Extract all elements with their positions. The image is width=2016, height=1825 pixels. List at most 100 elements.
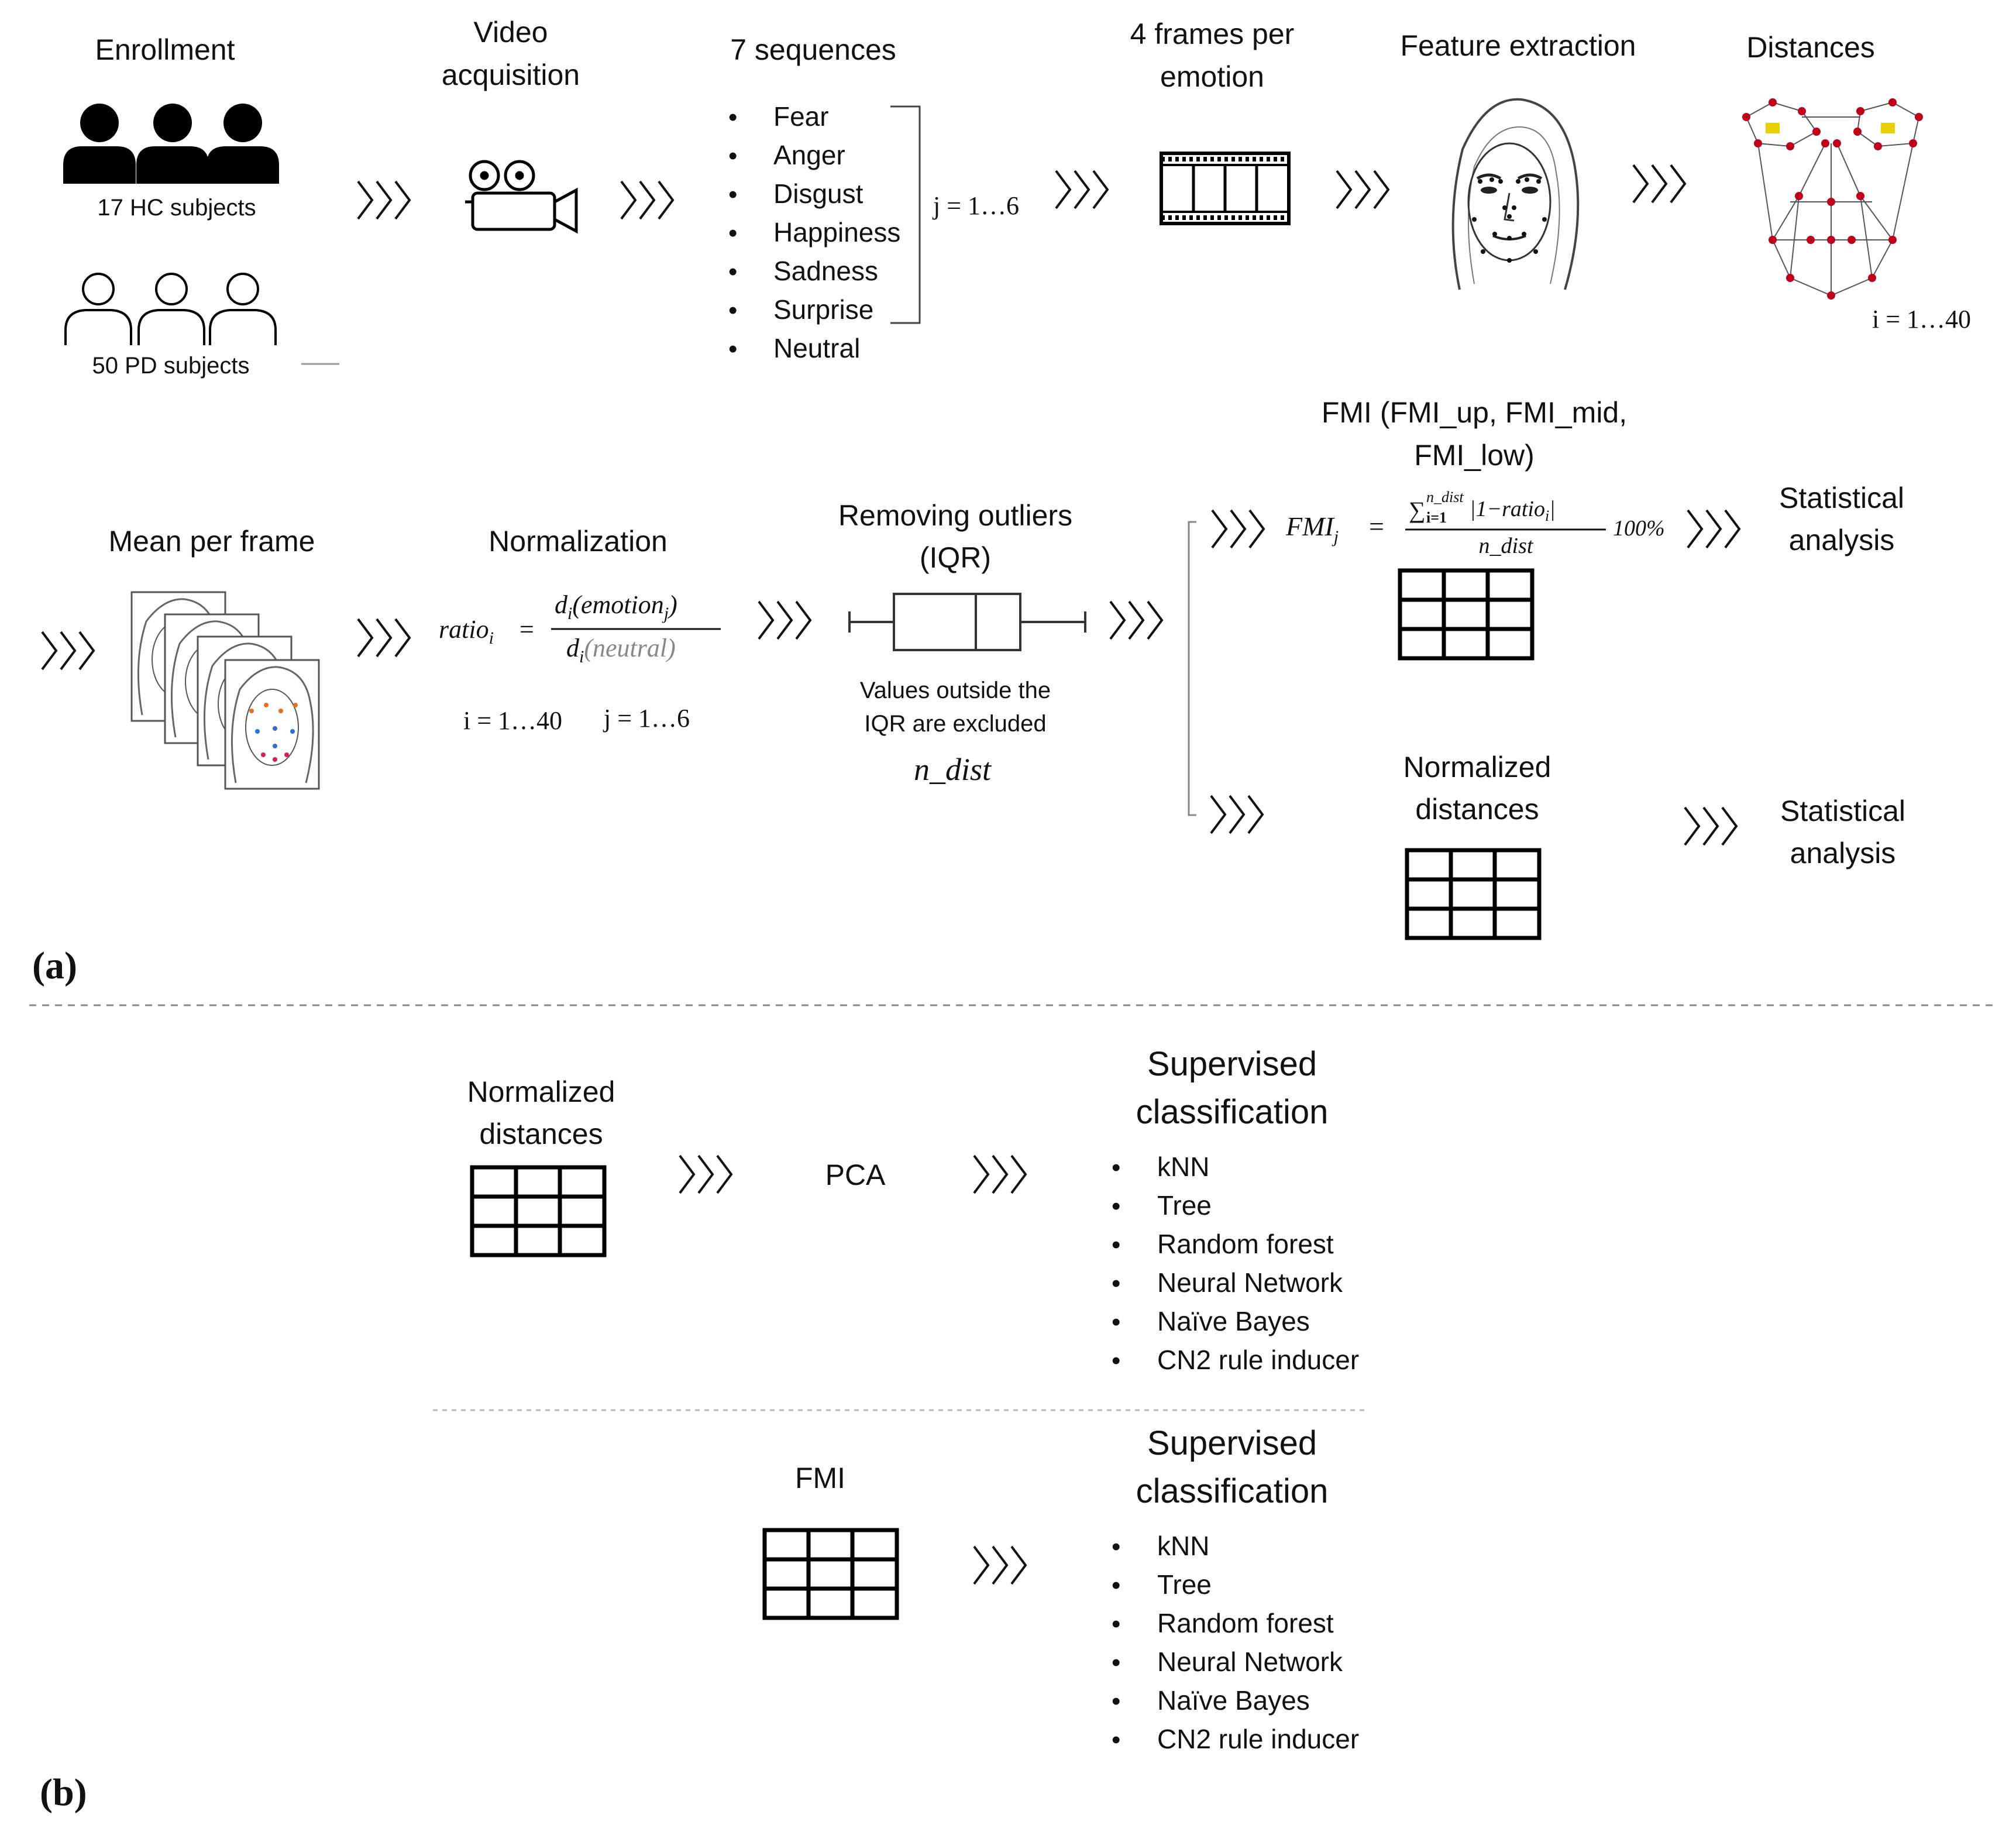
sequence-item: Anger (773, 140, 845, 170)
classifier-item: kNN (1157, 1152, 1209, 1182)
arrow-frames-feature (1336, 170, 1389, 209)
frames-title-2: emotion (1160, 60, 1264, 93)
fmi-formula: FMIj = ∑ n_dist i=1 |1−ratioi| n_dist 10… (1285, 489, 1665, 558)
sequence-item: Happiness (773, 217, 900, 248)
arrow-branch-normdist (1210, 795, 1264, 834)
stat2-line-2: analysis (1790, 837, 1896, 869)
svg-text:•: • (1112, 1726, 1120, 1754)
classifier-item: Neural Network (1157, 1647, 1343, 1677)
video-camera-icon (465, 160, 578, 234)
hc-subjects-label: 17 HC subjects (97, 195, 256, 221)
svg-text:•: • (1112, 1192, 1120, 1221)
sup1-line-1: Supervised (1147, 1045, 1317, 1083)
arrow-feature-distances (1632, 164, 1686, 204)
arrow-pca-classification (973, 1154, 1027, 1194)
classifier-item: CN2 rule inducer (1157, 1724, 1359, 1754)
svg-text:•: • (1112, 1346, 1120, 1375)
outliers-title-1: Removing outliers (838, 499, 1072, 532)
arrow-normdist-pca (679, 1154, 732, 1194)
sequences-index: j = 1…6 (932, 191, 1019, 220)
normalization-index-j: j = 1…6 (603, 704, 690, 733)
normalization-title: Normalization (488, 525, 668, 558)
svg-text:n_dist: n_dist (1479, 534, 1534, 558)
svg-text:•: • (728, 257, 737, 286)
normdist-a-line-1: Normalized (1403, 751, 1551, 783)
outliers-variable: n_dist (914, 752, 992, 787)
classifier-item: kNN (1157, 1531, 1209, 1561)
classifier-list-fmi: • kNN • Tree • Random forest • Neural Networ… (1112, 1531, 1359, 1754)
classifier-item: Tree (1157, 1569, 1212, 1600)
classifier-item: Tree (1157, 1190, 1212, 1221)
svg-text:•: • (1112, 1269, 1120, 1298)
svg-text:FMIj: FMIj (1285, 511, 1339, 547)
normdist-b-table-icon (470, 1165, 607, 1257)
arrow-fmi-classification (973, 1545, 1027, 1585)
stat2-line-1: Statistical (1780, 795, 1905, 827)
svg-text:•: • (1112, 1532, 1120, 1561)
arrow-sequences-frames (1055, 170, 1109, 209)
svg-text:•: • (728, 335, 737, 363)
outliers-note-2: IQR are excluded (864, 711, 1046, 737)
svg-text:•: • (1112, 1231, 1120, 1259)
normdist-a-line-2: distances (1415, 793, 1539, 826)
mean-frames-stack (130, 591, 320, 790)
classifier-item: Neural Network (1157, 1267, 1343, 1298)
sequence-item: Neutral (773, 333, 860, 363)
sup2-line-2: classification (1136, 1472, 1329, 1510)
stat1-line-1: Statistical (1779, 482, 1904, 514)
fmi-table-icon (1398, 568, 1535, 661)
arrow-normdist-stat (1684, 806, 1738, 846)
film-strip-icon (1160, 152, 1291, 225)
feature-title: Feature extraction (1401, 29, 1636, 62)
pca-label: PCA (825, 1159, 886, 1191)
classifier-item: Naïve Bayes (1157, 1685, 1310, 1716)
classifier-item: CN2 rule inducer (1157, 1345, 1359, 1375)
svg-text:•: • (728, 180, 737, 209)
hc-subjects-icon (63, 104, 279, 184)
sequences-bracket (890, 105, 921, 324)
sequence-item: Fear (773, 101, 829, 132)
face-landmarks-image (1453, 99, 1578, 290)
svg-text:di(neutral): di(neutral) (566, 634, 676, 666)
arrow-enrollment-video (357, 180, 411, 220)
svg-text:∑: ∑ (1409, 497, 1426, 523)
svg-text:•: • (1112, 1571, 1120, 1600)
classifier-list-pca: • kNN • Tree • Random forest • Neural Networ… (1112, 1152, 1359, 1375)
normdist-b-line-1: Normalized (467, 1075, 615, 1108)
outliers-note-1: Values outside the (860, 678, 1051, 703)
arrow-outliers-branch (1109, 600, 1163, 640)
enrollment-title: Enrollment (95, 33, 235, 66)
sequences-title: 7 sequences (730, 33, 896, 66)
fmi-title-2: FMI_low) (1414, 439, 1535, 472)
arrow-mean-normalization (357, 618, 411, 658)
boxplot-icon (848, 593, 1086, 651)
fmi-b-label: FMI (795, 1462, 845, 1494)
classifier-item: Random forest (1157, 1229, 1334, 1259)
panel-b-label: (b) (40, 1771, 87, 1814)
panel-a-label: (a) (32, 944, 77, 987)
svg-text:•: • (728, 296, 737, 325)
video-title-2: acquisition (442, 59, 580, 91)
outliers-title-2: (IQR) (920, 541, 991, 574)
arrow-fmi-stat (1687, 509, 1740, 549)
svg-text:|1−ratioi|: |1−ratioi| (1470, 497, 1556, 524)
sequence-item: Surprise (773, 294, 873, 325)
classifier-item: Random forest (1157, 1608, 1334, 1638)
branch-bracket (1188, 521, 1196, 816)
arrow-branch-fmi (1211, 509, 1265, 549)
distances-title: Distances (1746, 31, 1875, 64)
classifier-item: Naïve Bayes (1157, 1306, 1310, 1336)
svg-text:100%: 100% (1613, 516, 1665, 541)
sequence-item: Sadness (773, 256, 878, 286)
mean-title: Mean per frame (109, 525, 315, 558)
pd-subjects-icon (64, 273, 277, 346)
normalization-formula: ratioi = di(emotionj) di(neutral) (439, 590, 721, 666)
svg-text:•: • (1112, 1308, 1120, 1336)
fmi-title-1: FMI (FMI_up, FMI_mid, (1322, 396, 1627, 429)
distances-landmark-graph (1742, 98, 1923, 300)
arrow-into-mean (41, 631, 95, 671)
normdist-b-line-2: distances (479, 1118, 603, 1150)
svg-text:•: • (1112, 1610, 1120, 1638)
distances-index: i = 1…40 (1872, 305, 1971, 334)
